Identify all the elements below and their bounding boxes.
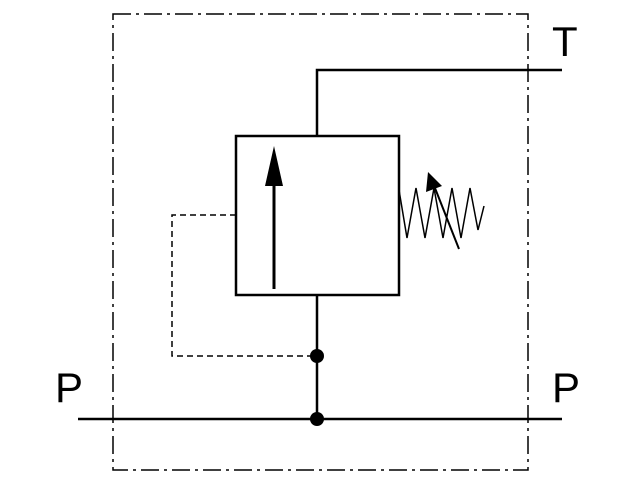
tank-line <box>315 68 562 136</box>
main-junction-dot <box>310 412 324 426</box>
port-label-pressure-left: P <box>55 364 83 411</box>
arrow-up-icon <box>265 146 283 289</box>
valve-enclosure-boundary <box>112 13 529 471</box>
pilot-junction-dot <box>310 349 324 363</box>
port-label-tank: T <box>552 18 578 65</box>
adjustable-spring-icon <box>398 172 485 250</box>
port-label-pressure-right: P <box>552 364 580 411</box>
pilot-line <box>171 214 317 357</box>
valve-body <box>234 134 401 297</box>
